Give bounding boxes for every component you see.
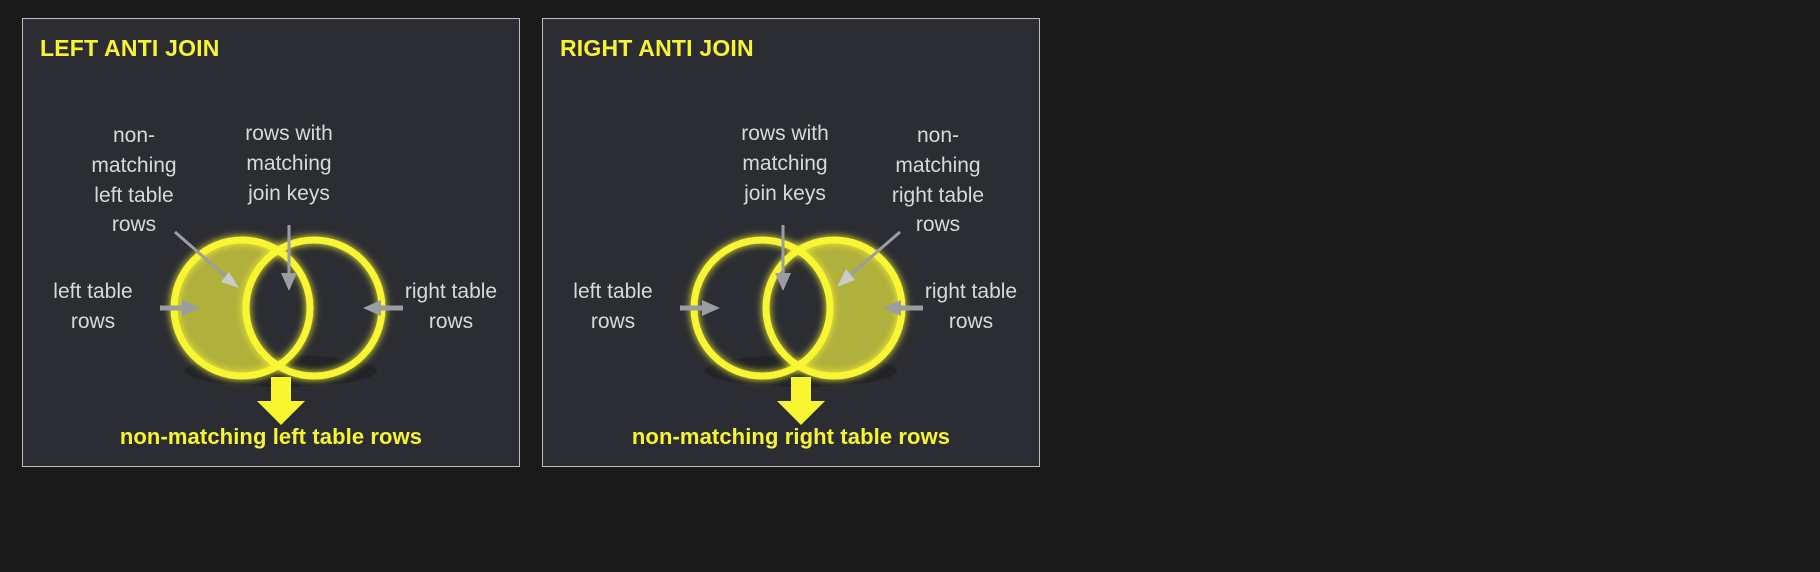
panel-right-anti-join: RIGHT ANTI JOIN bbox=[542, 18, 1041, 468]
callout-rows-with-matching-join-keys: rows with matching join keys bbox=[245, 122, 333, 205]
panel-caption: non-matching left table rows bbox=[119, 424, 423, 449]
venn-svg bbox=[23, 19, 521, 468]
arrow-right-table-rows bbox=[363, 300, 403, 316]
callout-non-matching-left-table-rows: non- matching left table rows bbox=[91, 124, 177, 237]
callout-left-table-rows: left table rows bbox=[573, 280, 653, 333]
callout-right-table-rows: right table rows bbox=[404, 280, 498, 333]
panel-left-anti-join: LEFT ANTI JOIN bbox=[22, 18, 521, 468]
venn-svg bbox=[543, 19, 1041, 468]
panel-caption: non-matching right table rows bbox=[631, 424, 951, 449]
leader-line-top-left bbox=[775, 225, 791, 291]
callout-rows-with-matching-join-keys: rows with matching join keys bbox=[741, 122, 829, 205]
panel-container: LEFT ANTI JOIN bbox=[22, 18, 1041, 468]
result-down-arrow bbox=[257, 377, 305, 425]
venn-diagram-right: rows with matching join keys non- matchi… bbox=[543, 19, 1041, 468]
arrow-right-table-rows bbox=[883, 300, 923, 316]
callout-non-matching-right-table-rows: non- matching right table rows bbox=[891, 124, 985, 237]
leader-line-top-right bbox=[281, 225, 297, 291]
callout-left-table-rows: left table rows bbox=[53, 280, 133, 333]
leader-line-top-left bbox=[174, 230, 239, 288]
result-down-arrow bbox=[777, 377, 825, 425]
venn-diagram-left: non- matching left table rows rows with … bbox=[23, 19, 521, 468]
leader-line-top-right bbox=[837, 230, 901, 287]
arrow-left-table-rows bbox=[680, 300, 720, 316]
arrow-left-table-rows bbox=[160, 300, 200, 316]
callout-right-table-rows: right table rows bbox=[924, 280, 1018, 333]
